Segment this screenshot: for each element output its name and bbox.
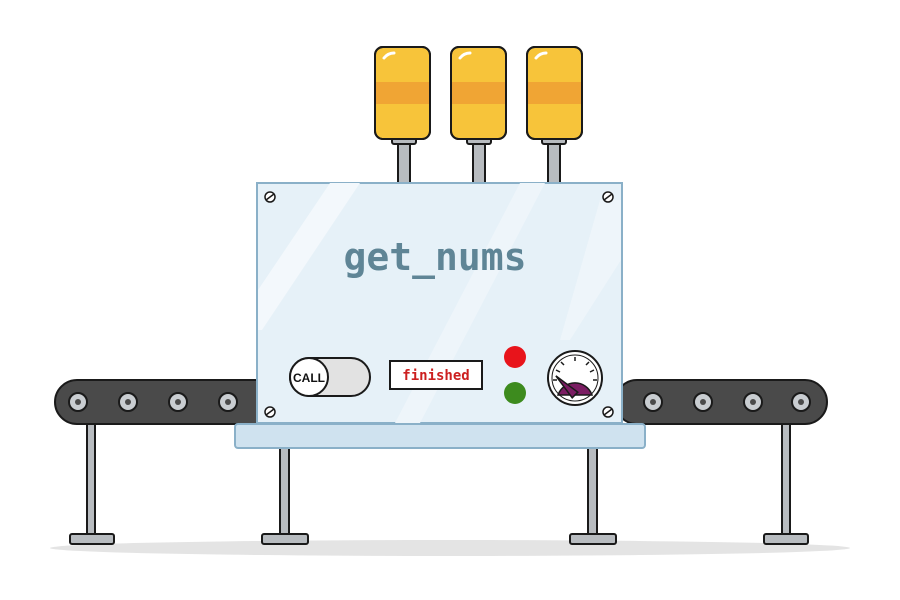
machine-base — [234, 423, 646, 449]
red-indicator-light — [504, 346, 526, 368]
bulb — [526, 46, 583, 140]
function-name: get_nums — [343, 235, 526, 279]
table-legs — [261, 447, 617, 545]
bulb — [374, 46, 431, 140]
call-button-label: CALL — [293, 371, 325, 385]
gauge-icon — [547, 350, 603, 406]
gauge-needle — [555, 375, 579, 399]
conveyor-belt-right — [614, 379, 828, 425]
green-indicator-light — [504, 382, 526, 404]
status-label: finished — [402, 368, 469, 384]
screw-icon — [264, 191, 614, 418]
ground-shadow — [50, 540, 850, 556]
call-button[interactable]: CALL — [289, 357, 371, 397]
bulb-posts — [391, 133, 567, 187]
bulb — [450, 46, 507, 140]
conveyor-belt-left — [54, 379, 286, 425]
status-display: finished — [389, 360, 483, 390]
